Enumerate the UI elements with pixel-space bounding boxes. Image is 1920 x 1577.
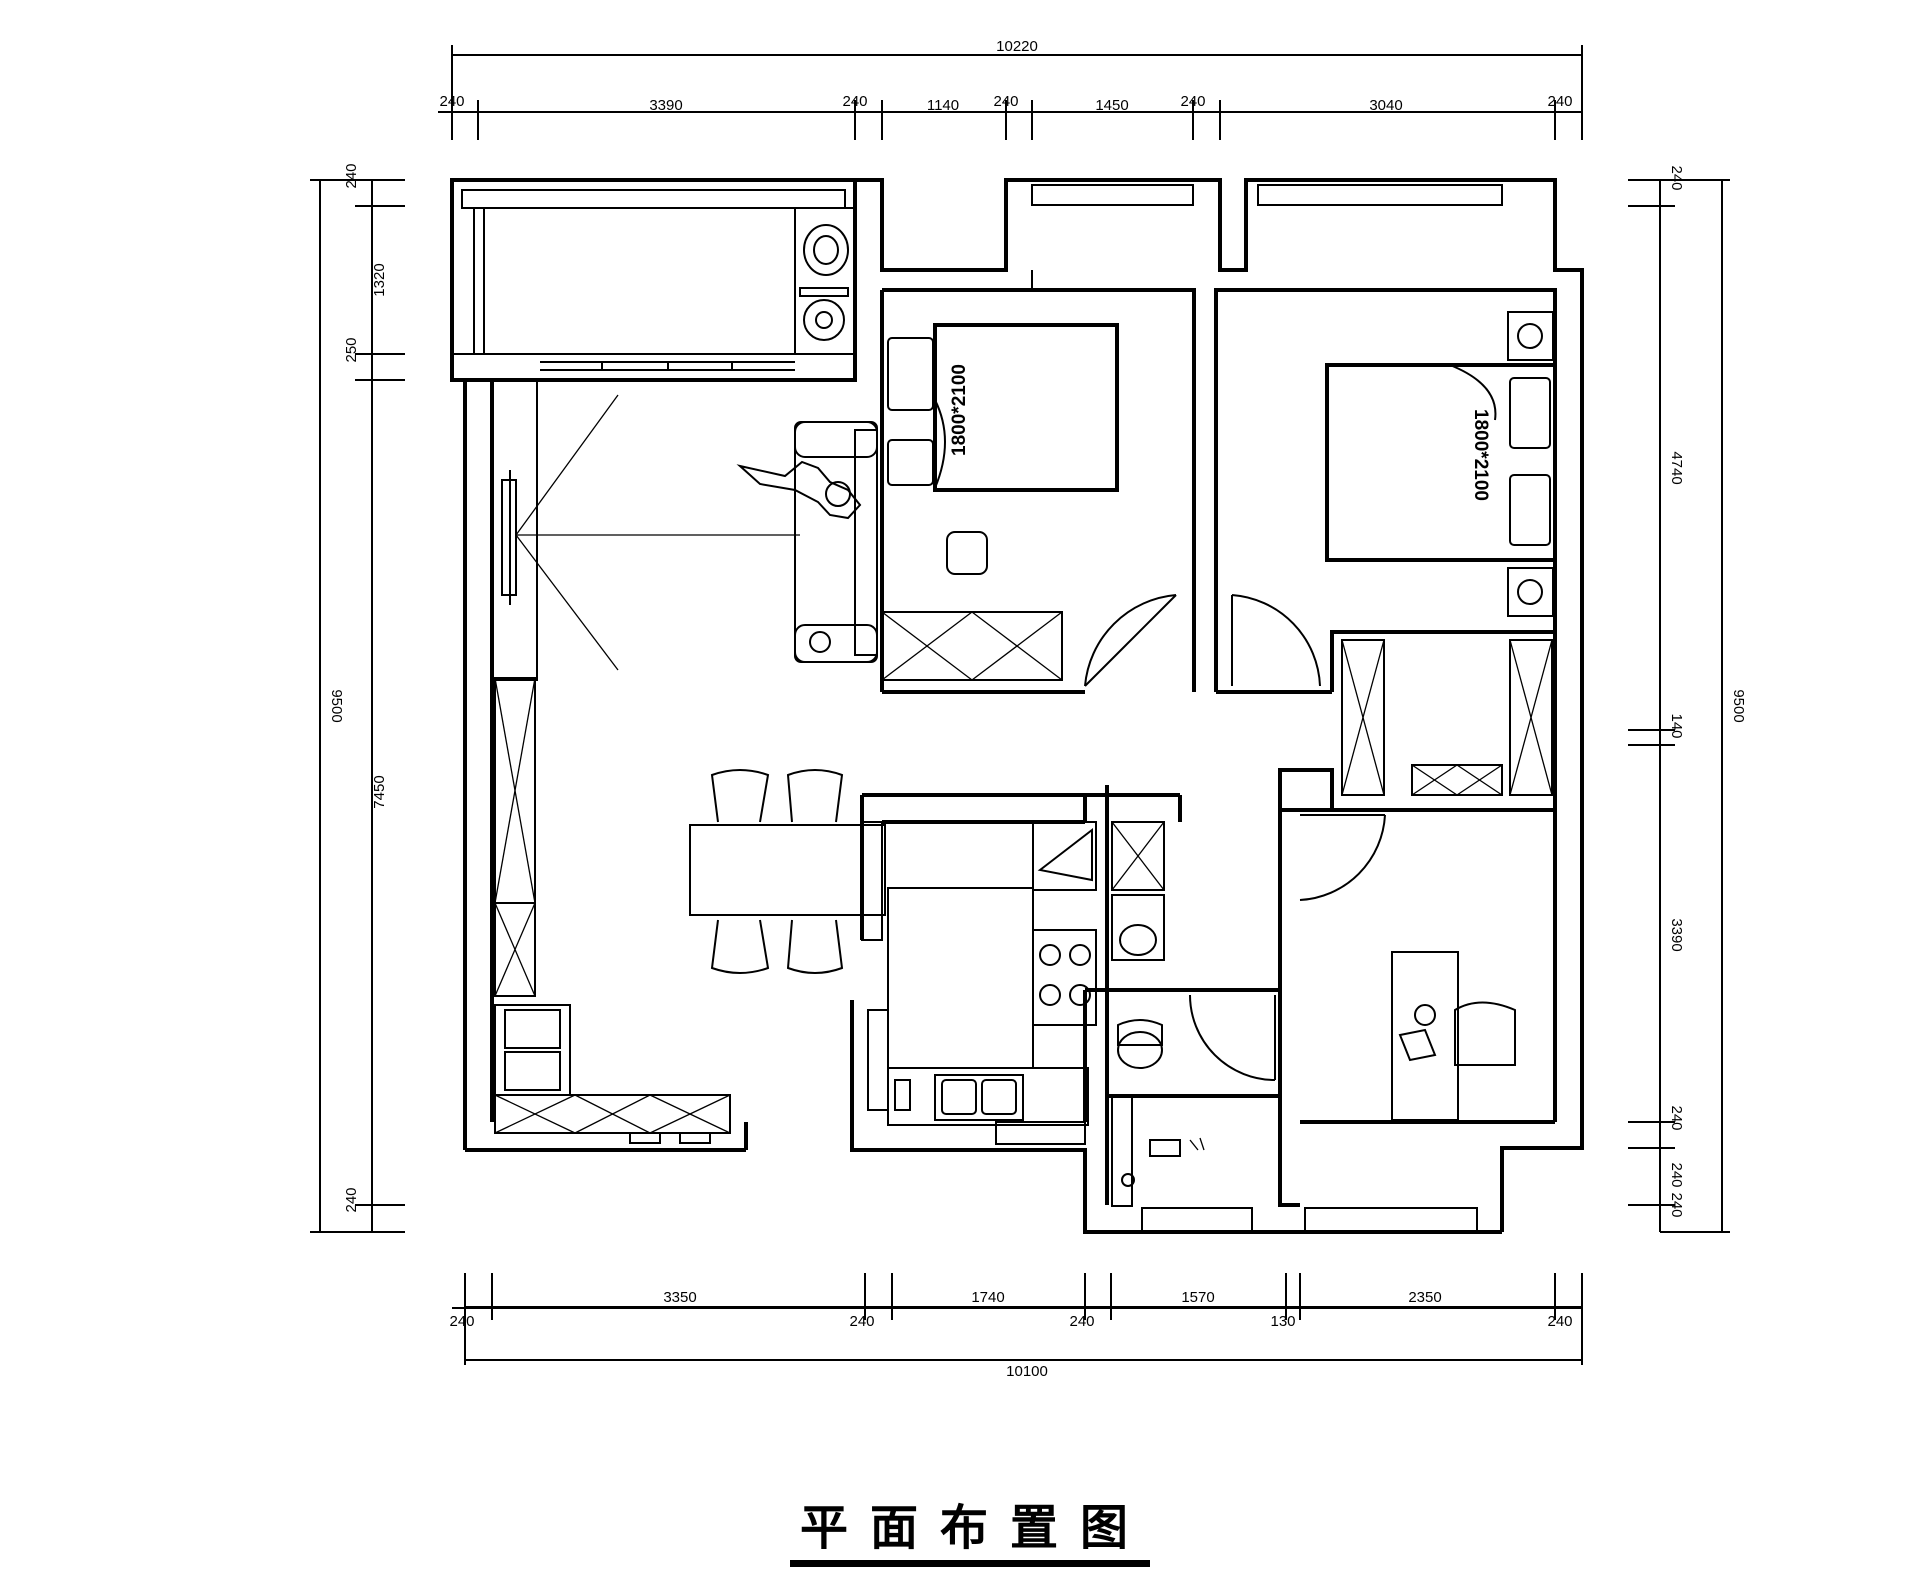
- dining-set: [689, 769, 886, 974]
- bottom-dimension-lines: [452, 1273, 1583, 1365]
- dim-bottom-9: 240: [1547, 1313, 1572, 1330]
- dim-top-6: 1450: [1095, 97, 1128, 114]
- bedroom-1-furniture: [881, 323, 1119, 681]
- dim-top-8: 3040: [1369, 97, 1402, 114]
- dim-left-5: 240: [343, 1187, 360, 1212]
- dim-top-4: 1140: [927, 97, 959, 114]
- dim-top-7: 240: [1180, 93, 1205, 110]
- dim-top-9: 240: [1547, 93, 1572, 110]
- dim-bottom-3: 240: [849, 1313, 874, 1330]
- drawing-title-block: 平面布置图: [790, 1488, 1160, 1568]
- sofa: [736, 421, 878, 663]
- exterior-walls: [450, 178, 1584, 1234]
- balcony-sink: [794, 207, 856, 355]
- dim-right-total: 9500: [1730, 689, 1747, 722]
- dim-bottom-2: 3350: [663, 1289, 696, 1306]
- dim-right-1: 240: [1668, 165, 1685, 190]
- doors: [1084, 594, 1386, 1081]
- dim-left-2: 1320: [371, 263, 388, 296]
- tv-cabinet: [491, 379, 800, 681]
- dim-right-6: 240: [1668, 1162, 1685, 1187]
- dim-top-1: 240: [439, 93, 464, 110]
- kitchen-fittings: [861, 821, 1097, 1126]
- bed-2-size-label: 1800*2100: [1470, 409, 1491, 501]
- title-underline: [790, 1560, 1150, 1567]
- dim-right-4: 3390: [1668, 918, 1685, 951]
- dim-bottom-7: 130: [1270, 1313, 1295, 1330]
- tall-cabinets-left: [494, 677, 536, 997]
- corner-cabinet: [494, 1004, 731, 1144]
- dim-bottom-total: 10100: [1006, 1363, 1048, 1380]
- dim-top-5: 240: [993, 93, 1018, 110]
- dim-right-5: 240: [1668, 1105, 1685, 1130]
- dim-bottom-1: 240: [449, 1313, 474, 1330]
- dim-bottom-8: 2350: [1408, 1289, 1441, 1306]
- dim-left-3: 250: [343, 337, 360, 362]
- dim-bottom-6: 1570: [1181, 1289, 1214, 1306]
- dim-top-total: 10220: [996, 38, 1038, 55]
- sliding-door: [540, 361, 795, 371]
- dim-right-3: 140: [1668, 713, 1685, 738]
- dim-top-3: 240: [842, 93, 867, 110]
- dim-left-total: 9500: [328, 689, 345, 722]
- bedroom-2-furniture: [1325, 311, 1557, 617]
- study-desk: [1391, 951, 1516, 1121]
- wardrobe: [1341, 639, 1553, 796]
- dim-left-4: 7450: [371, 775, 388, 808]
- dim-bottom-4: 1740: [971, 1289, 1004, 1306]
- dimension-labels: 10220 240 3390 240 1140 240 1450 240 304…: [328, 38, 1747, 1380]
- dim-left-1: 240: [343, 163, 360, 188]
- drawing-title: 平面布置图: [799, 1500, 1150, 1556]
- bed-1-size-label: 1800*2100: [949, 364, 970, 456]
- right-dimension-lines: [1628, 179, 1730, 1233]
- left-dimension-lines: [310, 179, 405, 1233]
- bathroom-fixtures: [1111, 821, 1205, 1207]
- dim-right-7: 240: [1668, 1192, 1685, 1217]
- dim-bottom-5: 240: [1069, 1313, 1094, 1330]
- dim-top-2: 3390: [649, 97, 682, 114]
- dim-right-2: 4740: [1668, 451, 1685, 484]
- top-dimension-lines: [438, 45, 1583, 140]
